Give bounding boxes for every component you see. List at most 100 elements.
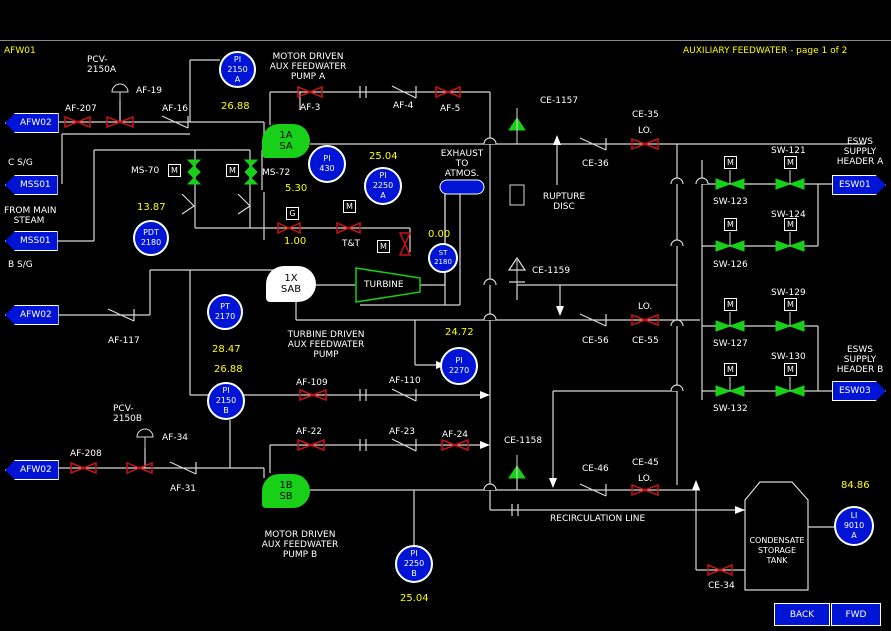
af34-label: AF-34 [162, 433, 189, 443]
condensate-storage-tank-label: CONDENSATE STORAGE TANK [749, 536, 805, 565]
sw123-operator[interactable]: M [724, 156, 737, 169]
sw130-label: SW-130 [771, 352, 806, 362]
af109-label: AF-109 [296, 378, 328, 388]
sw129-label: SW-129 [771, 288, 806, 298]
pcv-2150a-label: PCV- 2150A [87, 55, 117, 75]
af110-label: AF-110 [389, 376, 421, 386]
exhaust-label: EXHAUST TO ATMOS. [440, 149, 484, 179]
af16-label: AF-16 [162, 104, 189, 114]
ce35-label: CE-35 [632, 110, 659, 120]
offpage-afw02-mid[interactable]: AFW02 [5, 305, 59, 325]
pdt2180-value: 13.87 [137, 202, 166, 213]
pi2250b-value: 25.04 [400, 593, 429, 604]
st-valve-operator[interactable]: M [377, 240, 390, 253]
af3-label: AF-3 [300, 103, 321, 113]
ms70-operator[interactable]: M [168, 164, 181, 177]
offpage-afw02-bottom[interactable]: AFW02 [5, 460, 59, 480]
ce56-label: CE-56 [582, 336, 609, 346]
sw127-label: SW-127 [713, 339, 748, 349]
pump-1x-sab[interactable]: 1X SAB [266, 266, 316, 302]
sw123-label: SW-123 [713, 197, 748, 207]
lo45-label: LO. [638, 474, 653, 484]
tt-label: T&T [342, 239, 361, 249]
back-button[interactable]: BACK [774, 603, 830, 626]
governor-value: 1.00 [284, 236, 307, 247]
motor-pump-b-title: MOTOR DRIVEN AUX FEEDWATER PUMP B [261, 530, 339, 560]
header-divider [0, 40, 891, 41]
sw132-operator[interactable]: M [724, 363, 737, 376]
csg-label: C S/G [8, 158, 33, 168]
st2180-value: 0.00 [428, 229, 451, 240]
esws-header-a-label: ESWS SUPPLY HEADER A [836, 137, 884, 167]
turbine-pump-title: TURBINE DRIVEN AUX FEEDWATER PUMP [287, 330, 365, 360]
sw132-label: SW-132 [713, 404, 748, 414]
sw126-operator[interactable]: M [724, 218, 737, 231]
sw127-operator[interactable]: M [724, 298, 737, 311]
sw130-operator[interactable]: M [784, 363, 797, 376]
af19-label: AF-19 [136, 86, 163, 96]
pump-1b[interactable]: 1B SB [262, 474, 310, 508]
af24-label: AF-24 [442, 430, 469, 440]
offpage-mss01-bsg[interactable]: MSS01 [5, 231, 58, 251]
lo35-label: LO. [638, 126, 653, 136]
pi2150a-value: 26.88 [221, 101, 250, 112]
sw121-operator[interactable]: M [784, 156, 797, 169]
pi430-value: 5.30 [285, 183, 308, 194]
af22-label: AF-22 [296, 427, 323, 437]
ce1158-label: CE-1158 [504, 436, 543, 446]
sw129-operator[interactable]: M [784, 298, 797, 311]
af208-label: AF-208 [70, 449, 102, 459]
offpage-mss01-csg[interactable]: MSS01 [5, 175, 58, 195]
sw124-label: SW-124 [771, 210, 806, 220]
lo55-label: LO. [638, 302, 653, 312]
ce34-label: CE-34 [708, 581, 735, 591]
af31-label: AF-31 [170, 484, 197, 494]
pi2270-value: 24.72 [445, 327, 474, 338]
screen-id: AFW01 [4, 46, 36, 56]
pi2150b-value: 26.88 [214, 364, 243, 375]
offpage-afw02-top[interactable]: AFW02 [5, 113, 59, 133]
ce46-label: CE-46 [582, 464, 609, 474]
pump-1a[interactable]: 1A SA [262, 124, 310, 158]
offpage-esw01[interactable]: ESW01 [832, 175, 886, 195]
from-main-steam-label: FROM MAIN STEAM [4, 206, 57, 226]
ce1157-label: CE-1157 [540, 96, 579, 106]
ms72-label: MS-72 [262, 168, 291, 178]
pt2170-value: 28.47 [212, 344, 241, 355]
af4-label: AF-4 [393, 101, 414, 111]
governor-operator[interactable]: G [286, 207, 299, 220]
turbine-label: TURBINE [364, 280, 404, 290]
esws-header-b-label: ESWS SUPPLY HEADER B [836, 345, 884, 375]
sw124-operator[interactable]: M [784, 218, 797, 231]
af5-label: AF-5 [440, 104, 461, 114]
li9010a-value: 84.86 [841, 480, 870, 491]
tt-operator[interactable]: M [343, 200, 356, 213]
offpage-esw03[interactable]: ESW03 [832, 381, 886, 401]
ce45-label: CE-45 [632, 458, 659, 468]
rupture-disc-label: RUPTURE DISC [542, 192, 586, 212]
page-title: AUXILIARY FEEDWATER - page 1 of 2 [683, 46, 848, 56]
pi2250a-value: 25.04 [369, 151, 398, 162]
af23-label: AF-23 [389, 427, 416, 437]
recirculation-line-label: RECIRCULATION LINE [550, 514, 646, 524]
pcv-2150b-label: PCV- 2150B [113, 404, 143, 424]
ms70-label: MS-70 [131, 166, 160, 176]
sw126-label: SW-126 [713, 260, 748, 270]
motor-pump-a-title: MOTOR DRIVEN AUX FEEDWATER PUMP A [269, 52, 347, 82]
ce55-label: CE-55 [632, 336, 659, 346]
ce1159-label: CE-1159 [532, 266, 571, 276]
fwd-button[interactable]: FWD [831, 603, 881, 626]
ms72-operator[interactable]: M [226, 164, 239, 177]
ce36-label: CE-36 [582, 159, 609, 169]
